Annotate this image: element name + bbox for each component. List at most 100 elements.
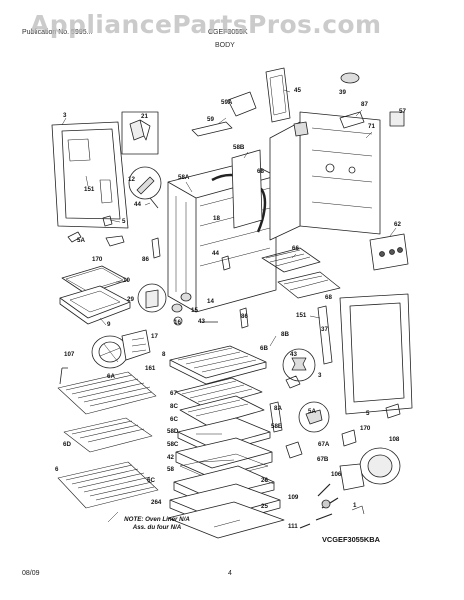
part-label: 6C [147, 477, 155, 484]
part-label: 170 [92, 256, 103, 263]
oven-liner-note: NOTE: Oven Liner N/A Ass. du four N/A [104, 516, 210, 531]
part-label: 111 [288, 523, 298, 530]
part-label: 68 [325, 294, 332, 301]
part-label: 107 [64, 351, 75, 358]
part-label: 1 [353, 502, 357, 509]
part-label: 3 [318, 372, 322, 379]
left-side-panel [51, 121, 129, 229]
part-label: 45 [294, 87, 301, 94]
part-12-detail-circle [128, 166, 162, 209]
part-label: 5A [77, 237, 85, 244]
part-label: 71 [368, 123, 375, 130]
part-label: 68 [257, 168, 264, 175]
part-label: 17 [151, 333, 158, 340]
part-label: 25 [261, 503, 268, 510]
part-label: 62 [394, 221, 401, 228]
part-label: 44 [212, 250, 219, 257]
right-side-panel [339, 293, 413, 415]
part-label: 67B [317, 456, 329, 463]
small-brackets-left [67, 215, 125, 247]
leader-lines [61, 89, 397, 528]
heating-elements [261, 247, 341, 299]
part-label: 58B [233, 144, 245, 151]
vent-duct [191, 67, 291, 137]
part-label: 161 [145, 365, 156, 372]
part-label: 6 [55, 466, 59, 473]
part-label: 43 [198, 318, 205, 325]
part-label: 58E [271, 423, 283, 430]
back-panel [269, 111, 381, 241]
part-label: 16 [174, 319, 181, 326]
part-label: 151 [84, 186, 95, 193]
footer-date: 08/09 [22, 570, 40, 577]
part-label: 8A [274, 405, 282, 412]
part-label: 3 [63, 112, 67, 119]
part-label: 151 [296, 312, 307, 319]
upper-right-parts [293, 72, 409, 271]
lower-right-parts [269, 401, 401, 459]
diagram-code: VCGEF3055KBA [322, 535, 380, 544]
part-label: 57 [399, 108, 406, 115]
part-label: 59A [221, 99, 233, 106]
part-label: 39 [339, 89, 346, 96]
part-label: 8C [170, 403, 178, 410]
part-label: 66 [292, 245, 299, 252]
part-label: 59 [207, 116, 214, 123]
part-label: 86 [142, 256, 149, 263]
rack-supports [285, 305, 333, 389]
convection-fan-motor [299, 447, 401, 529]
part-label: 14 [207, 298, 214, 305]
part-label: 44 [134, 201, 141, 208]
part-label: 264 [151, 499, 162, 506]
part-label: 67 [170, 390, 177, 397]
part-label: 43 [290, 351, 297, 358]
part-label: 5A [308, 408, 316, 415]
oven-racks [57, 367, 159, 509]
part-label: 26 [261, 477, 268, 484]
part-label: 8 [162, 351, 166, 358]
part-label: 58D [167, 428, 179, 435]
part-label: 37 [321, 326, 328, 333]
watermark: AppliancePartsPros.com [30, 10, 382, 39]
center-rack-and-drawer-stack [167, 345, 285, 539]
part-label: 6B [260, 345, 268, 352]
part-label: 6C [170, 416, 178, 423]
part-label: 109 [288, 494, 299, 501]
part-label: 58 [167, 466, 174, 473]
convection-fan [91, 329, 151, 369]
part-label: 5 [366, 410, 370, 417]
part-label: 6D [63, 441, 71, 448]
part-58b-panel [231, 149, 263, 229]
part-label: 58C [167, 441, 179, 448]
part-label: 58A [178, 174, 190, 181]
part-label: 6A [107, 373, 115, 380]
part-label: 170 [360, 425, 371, 432]
part-label: 29 [127, 296, 134, 303]
note-line-2: Ass. du four N/A [132, 523, 182, 531]
part-label: 5 [122, 218, 126, 225]
footer-page-number: 4 [228, 570, 232, 577]
part-label: 8B [281, 331, 289, 338]
part-label: 9 [107, 321, 111, 328]
part-label: 10 [123, 277, 130, 284]
publication-number: Publication No. 5995... [22, 29, 93, 36]
part-21-detail-box [121, 111, 159, 155]
note-line-1: NOTE: Oven Liner N/A [124, 516, 190, 523]
part-label: 108 [389, 436, 400, 443]
part-43-detail-circle [282, 348, 316, 382]
section-title: BODY [215, 42, 235, 49]
broil-pan [59, 265, 131, 325]
part-label: 15 [191, 307, 198, 314]
part-label: 21 [141, 113, 148, 120]
model-number: CGEF3055K [208, 29, 248, 36]
part-label: 106 [331, 471, 342, 478]
part-label: 87 [361, 101, 368, 108]
part-label: 18 [213, 215, 220, 222]
part-label: 12 [128, 176, 135, 183]
part-label: 42 [167, 454, 174, 461]
part-label: 86 [241, 313, 248, 320]
part-label: 67A [318, 441, 330, 448]
small-center-parts [137, 237, 249, 329]
